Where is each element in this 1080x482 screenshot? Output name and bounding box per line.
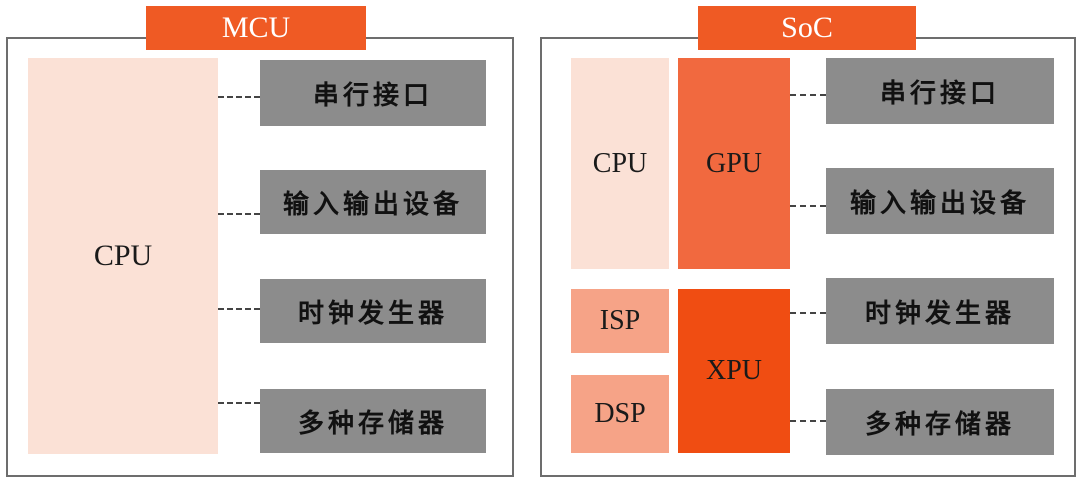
soc-gpu-block: GPU [678,58,790,269]
mcu-peripheral-serial: 串行接口 [260,60,486,126]
soc-peripheral-memory: 多种存储器 [826,389,1054,455]
mcu-peripheral-io: 输入输出设备 [260,170,486,234]
mcu-connector-2 [218,213,260,215]
soc-connector-4 [790,420,826,422]
soc-peripheral-serial: 串行接口 [826,58,1054,124]
mcu-connector-3 [218,308,260,310]
mcu-peripheral-clock: 时钟发生器 [260,279,486,343]
mcu-cpu-block: CPU [28,58,218,454]
soc-peripheral-clock: 时钟发生器 [826,278,1054,344]
soc-connector-2 [790,205,826,207]
soc-peripheral-io: 输入输出设备 [826,168,1054,234]
soc-connector-3 [790,312,826,314]
soc-dsp-block: DSP [571,375,669,453]
soc-cpu-block: CPU [571,58,669,269]
soc-title: SoC [698,6,916,50]
mcu-title: MCU [146,6,366,50]
soc-isp-block: ISP [571,289,669,353]
mcu-connector-1 [218,96,260,98]
soc-xpu-block: XPU [678,289,790,453]
soc-connector-1 [790,94,826,96]
mcu-peripheral-memory: 多种存储器 [260,389,486,453]
mcu-connector-4 [218,402,260,404]
